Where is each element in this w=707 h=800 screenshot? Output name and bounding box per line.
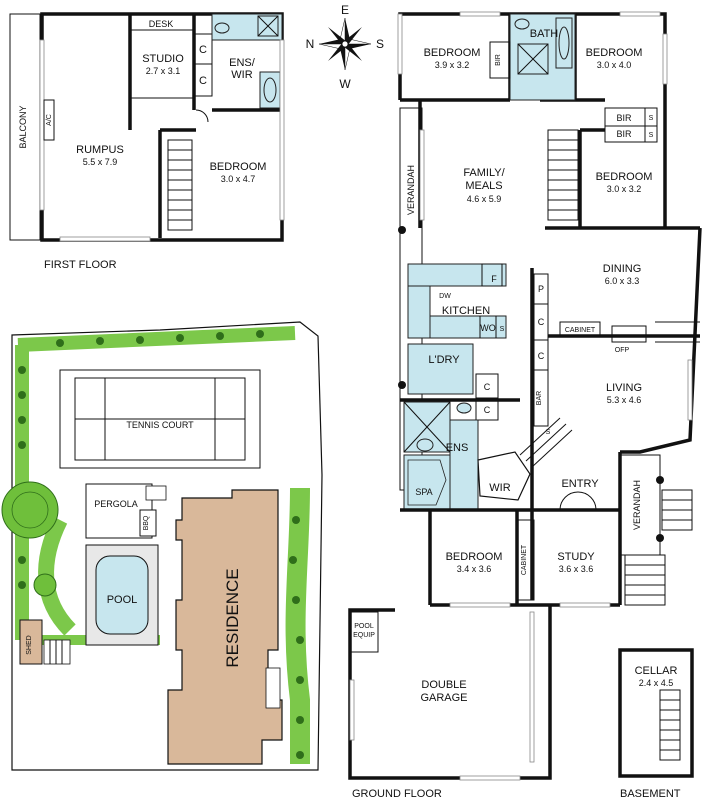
first-floor-bedroom-label: BEDROOM [210,161,267,173]
ac-label: A/C [46,114,53,126]
pool-label: POOL [107,594,138,606]
cellar-label: CELLAR [635,665,678,677]
ofp-label: OFP [615,347,630,354]
study-label: STUDY [557,551,595,563]
cellar-size: 2.4 x 4.5 [639,678,674,688]
studio-size: 2.7 x 3.1 [146,66,181,76]
ground-floor-stairs [547,129,579,221]
compass-east-label: E [341,3,349,17]
living-label: LIVING [606,382,642,394]
c-4-label: C [484,405,491,415]
bedroom-3-size: 3.0 x 3.2 [607,184,642,194]
living-size: 5.3 x 4.6 [607,395,642,405]
pergola-label: PERGOLA [94,499,138,509]
rumpus-size: 5.5 x 7.9 [83,157,118,167]
bedroom-1-size: 3.9 x 3.2 [435,60,470,70]
bedroom-4-label: BEDROOM [446,551,503,563]
c-2-label: C [538,351,545,361]
first-floor-cupboard-2-label: C [199,75,207,87]
s-stairs-label: S [546,429,551,436]
verandah-1-label: VERANDAH [406,165,416,215]
bir-3-label: BIR [616,129,632,139]
ens-label: ENS [446,442,469,454]
spa-label: SPA [415,487,432,497]
bedroom-3-label: BEDROOM [596,171,653,183]
family-meals-label-line2: MEALS [465,180,502,192]
c-1-label: C [538,317,545,327]
ground-floor-plan [348,11,702,781]
ens-wir-label-line1: ENS/ [229,57,256,69]
first-floor-bedroom-size: 3.0 x 4.7 [221,174,256,184]
bath-label: BATH [530,28,559,40]
basement-caption: BASEMENT [620,788,681,800]
studio-label: STUDIO [142,53,184,65]
site-plan [1,321,323,771]
study-size: 3.6 x 3.6 [559,564,594,574]
bar-label: BAR [536,391,543,405]
garage-label-line2: GARAGE [420,692,467,704]
dw-label: DW [439,293,451,300]
first-floor-stairs [167,139,193,231]
dining-size: 6.0 x 3.3 [605,276,640,286]
tennis-court-label: TENNIS COURT [126,420,194,430]
kitchen-label: KITCHEN [442,305,490,317]
first-floor-cupboard-1-label: C [199,44,207,56]
dining-label: DINING [603,263,642,275]
first-floor-caption: FIRST FLOOR [44,259,117,271]
bir-1-label: BIR [495,54,502,66]
s-2-label: S [649,132,654,139]
balcony-label: BALCONY [18,105,28,148]
c-3-label: C [484,382,491,392]
residence-label: RESIDENCE [223,568,242,667]
pool-equip-label-line1: POOL [354,623,374,630]
wir-label: WIR [489,482,510,494]
bedroom-2-size: 3.0 x 4.0 [597,60,632,70]
bbq-label: BBQ [143,515,150,530]
laundry-label: L'DRY [428,354,460,366]
p-label: P [538,284,544,294]
compass-south-label: S [376,37,384,51]
cabinet-label: CABINET [565,327,596,334]
wo-label: WO [480,323,496,333]
first-floor-plan [9,12,285,242]
f-label: F [491,274,497,284]
rumpus-label: RUMPUS [76,144,124,156]
compass-rose [318,17,372,71]
garage-label-line1: DOUBLE [421,679,466,691]
basement-plan [618,648,694,778]
bedroom-4-size: 3.4 x 3.6 [457,564,492,574]
bedroom-1-label: BEDROOM [424,47,481,59]
family-meals-label-line1: FAMILY/ [463,167,505,179]
entry-label: ENTRY [561,478,599,490]
ens-wir-label-line2: WIR [231,69,252,81]
bir-2-label: BIR [616,113,632,123]
s-1-label: S [649,115,654,122]
ground-floor-caption: GROUND FLOOR [352,788,442,800]
bedroom-2-label: BEDROOM [586,47,643,59]
desk-label: DESK [149,19,174,29]
shed-label: SHED [26,635,33,654]
compass-west-label: W [339,77,351,91]
s-kitchen-label: S [500,326,505,333]
pool-equip-label-line2: EQUIP [353,632,375,639]
family-meals-size: 4.6 x 5.9 [467,194,502,204]
compass-north-label: N [306,37,315,51]
cabinet-2-label: CABINET [521,544,528,575]
verandah-2-label: VERANDAH [632,480,642,530]
